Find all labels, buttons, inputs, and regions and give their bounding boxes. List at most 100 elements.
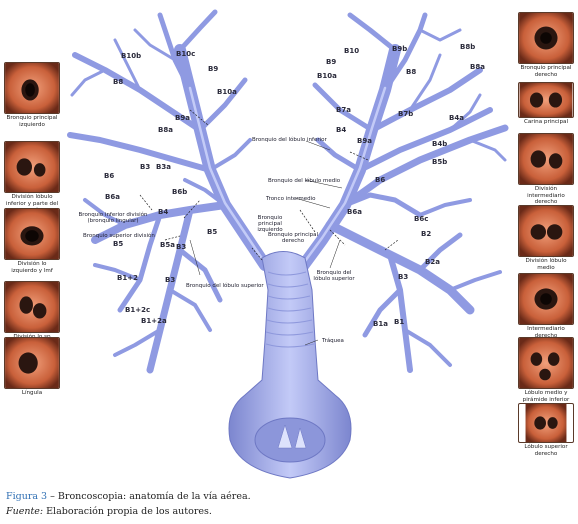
segment-code: B9 <box>326 58 337 66</box>
segment-code: B6c <box>414 215 429 223</box>
segment-code: B8a <box>470 63 485 71</box>
segment-code: B5 <box>113 240 124 248</box>
segment-code: B9 <box>208 65 219 73</box>
panel-caption: Carina principal <box>523 119 569 125</box>
segment-code: B2a <box>425 258 440 266</box>
right-panel-7: Lóbulo superior derecho <box>518 403 574 457</box>
endoscopy-image <box>4 337 60 389</box>
source-label: Fuente: <box>6 506 44 517</box>
segment-code: B8a <box>158 126 173 134</box>
segment-code: B1+2c <box>125 306 151 314</box>
segment-code: B4a <box>449 114 464 122</box>
panel-caption: Bronquio principal derecho <box>520 65 572 78</box>
airway-branches <box>67 9 509 374</box>
segment-code: B1+2 <box>117 274 138 282</box>
segment-code: B4 <box>158 208 169 216</box>
label-left-main: Bronquio principal izquierdo <box>257 215 283 234</box>
segment-code: B6 <box>375 176 386 184</box>
bronchial-tree-illustration <box>67 9 509 479</box>
segment-code: B6b <box>172 188 188 196</box>
label-superior-division: Bronquio superior división <box>83 233 155 239</box>
panel-caption: Intermediario derecho <box>527 326 565 339</box>
segment-code: B6a <box>105 193 120 201</box>
segment-code: B5b <box>432 158 448 166</box>
trachea-rings <box>265 271 315 348</box>
label-lower-lobe: Bronquio del lóbulo inferior <box>252 137 327 143</box>
segment-code: B10c <box>176 50 196 58</box>
segment-code: B6a <box>347 208 362 216</box>
segment-code: B2 <box>421 230 432 238</box>
segment-code: B8 <box>406 68 417 76</box>
left-panel-2: División lóbulo inferior y parte del sup… <box>4 141 60 214</box>
endoscopy-image <box>518 82 574 118</box>
segment-code: B9a <box>357 137 372 145</box>
endoscopy-image <box>4 62 60 114</box>
panel-caption: División intermediario derecho <box>527 186 565 205</box>
segment-code: B4b <box>432 140 448 148</box>
segment-code: B3 <box>165 276 176 284</box>
segment-code: B3a <box>156 163 171 171</box>
segment-code: B3 <box>176 243 187 251</box>
segment-code: B9a <box>175 114 190 122</box>
segment-code: B1a <box>373 320 388 328</box>
caption-separator: – <box>50 491 55 502</box>
figure-title: Broncoscopia: anatomía de la vía aérea. <box>57 491 251 502</box>
leader-lines <box>189 140 343 346</box>
label-intermediate: Tronco intermedio <box>266 196 316 202</box>
panel-caption: Bronquio principal izquierdo <box>6 115 58 128</box>
segment-code: B1 <box>394 318 405 326</box>
endoscopy-image <box>518 12 574 64</box>
endoscopy-image <box>4 141 60 193</box>
panel-caption: División lóbulo medio <box>525 258 567 271</box>
figure-label: Figura 3 <box>6 491 48 502</box>
segment-code: B4 <box>336 126 347 134</box>
label-trachea: Tráquea <box>322 338 344 344</box>
segment-code: B10b <box>121 52 142 60</box>
left-panel-5: Língula <box>4 337 60 397</box>
segment-code: B10 <box>344 47 360 55</box>
panel-caption: Lóbulo superior derecho <box>524 444 568 457</box>
vocal-cords <box>277 424 307 449</box>
right-panel-3: División intermediario derecho <box>518 133 574 206</box>
label-middle-lobe: Bronquio del lóbulo medio <box>268 178 341 184</box>
label-inferior-division: Bronquio inferior división (bronquio lin… <box>78 212 148 225</box>
segment-code: B5 <box>207 228 218 236</box>
larynx-shape <box>254 417 326 463</box>
left-panel-3: División lo izquierdo y lmf <box>4 208 60 274</box>
segment-code: B7a <box>336 106 351 114</box>
endoscopy-image <box>4 281 60 333</box>
right-panel-2: Carina principal <box>518 82 574 126</box>
right-panel-4: División lóbulo medio <box>518 205 574 271</box>
trachea-shape <box>228 251 352 479</box>
left-panel-1: Bronquio principal izquierdo <box>4 62 60 128</box>
segment-code: B8 <box>113 78 124 86</box>
source-text: Elaboración propia de los autores. <box>46 506 212 517</box>
right-panel-5: Intermediario derecho <box>518 273 574 339</box>
endoscopy-image <box>518 133 574 185</box>
segment-code: B8b <box>460 43 476 51</box>
segment-code: B6 <box>104 172 115 180</box>
division-markers <box>139 109 399 261</box>
segment-code: B1+2a <box>141 317 167 325</box>
segment-code: B10a <box>217 88 237 96</box>
segment-code: B10a <box>317 72 337 80</box>
segment-code: B9b <box>392 45 408 53</box>
endoscopy-image <box>518 337 574 389</box>
label-right-upper-lobe: Bronquio del lóbulo superior <box>313 270 355 283</box>
figure-source: Fuente: Elaboración propia de los autore… <box>6 506 212 517</box>
label-right-main: Bronquio principal derecho <box>267 232 319 245</box>
right-panel-1: Bronquio principal derecho <box>518 12 574 78</box>
panel-caption: Língula <box>21 390 43 396</box>
endoscopy-image <box>518 273 574 325</box>
segment-code: B3 <box>398 273 409 281</box>
panel-caption: División lo izquierdo y lmf <box>11 261 53 274</box>
label-left-upper-lobe: Bronquio del lóbulo superior <box>186 283 264 289</box>
endoscopy-image <box>518 205 574 257</box>
segment-code: B7b <box>398 110 414 118</box>
endoscopy-image <box>4 208 60 260</box>
segment-code: B5a <box>160 241 175 249</box>
endoscopy-image <box>518 403 574 443</box>
segment-code: B3 <box>140 163 151 171</box>
figure-caption: Figura 3 – Broncoscopia: anatomía de la … <box>6 491 251 502</box>
